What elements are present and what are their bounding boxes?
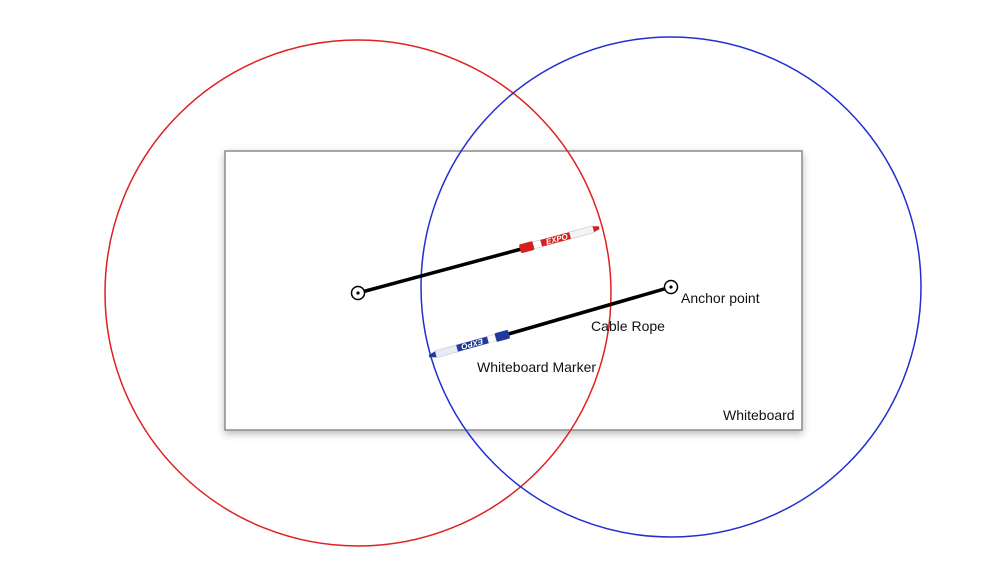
anchor-point-label: Anchor point (681, 290, 760, 306)
cable-rope-label: Cable Rope (591, 318, 665, 334)
cable-rope-left (356, 246, 527, 295)
red-reach-circle (104, 39, 612, 547)
whiteboard-marker-label: Whiteboard Marker (477, 359, 596, 375)
blue-reach-circle (420, 36, 922, 538)
anchor-point-right (663, 279, 679, 295)
cable-rope-right (503, 285, 673, 337)
whiteboard-label: Whiteboard (723, 407, 795, 423)
whiteboard (224, 150, 803, 431)
anchor-point-left (350, 285, 366, 301)
